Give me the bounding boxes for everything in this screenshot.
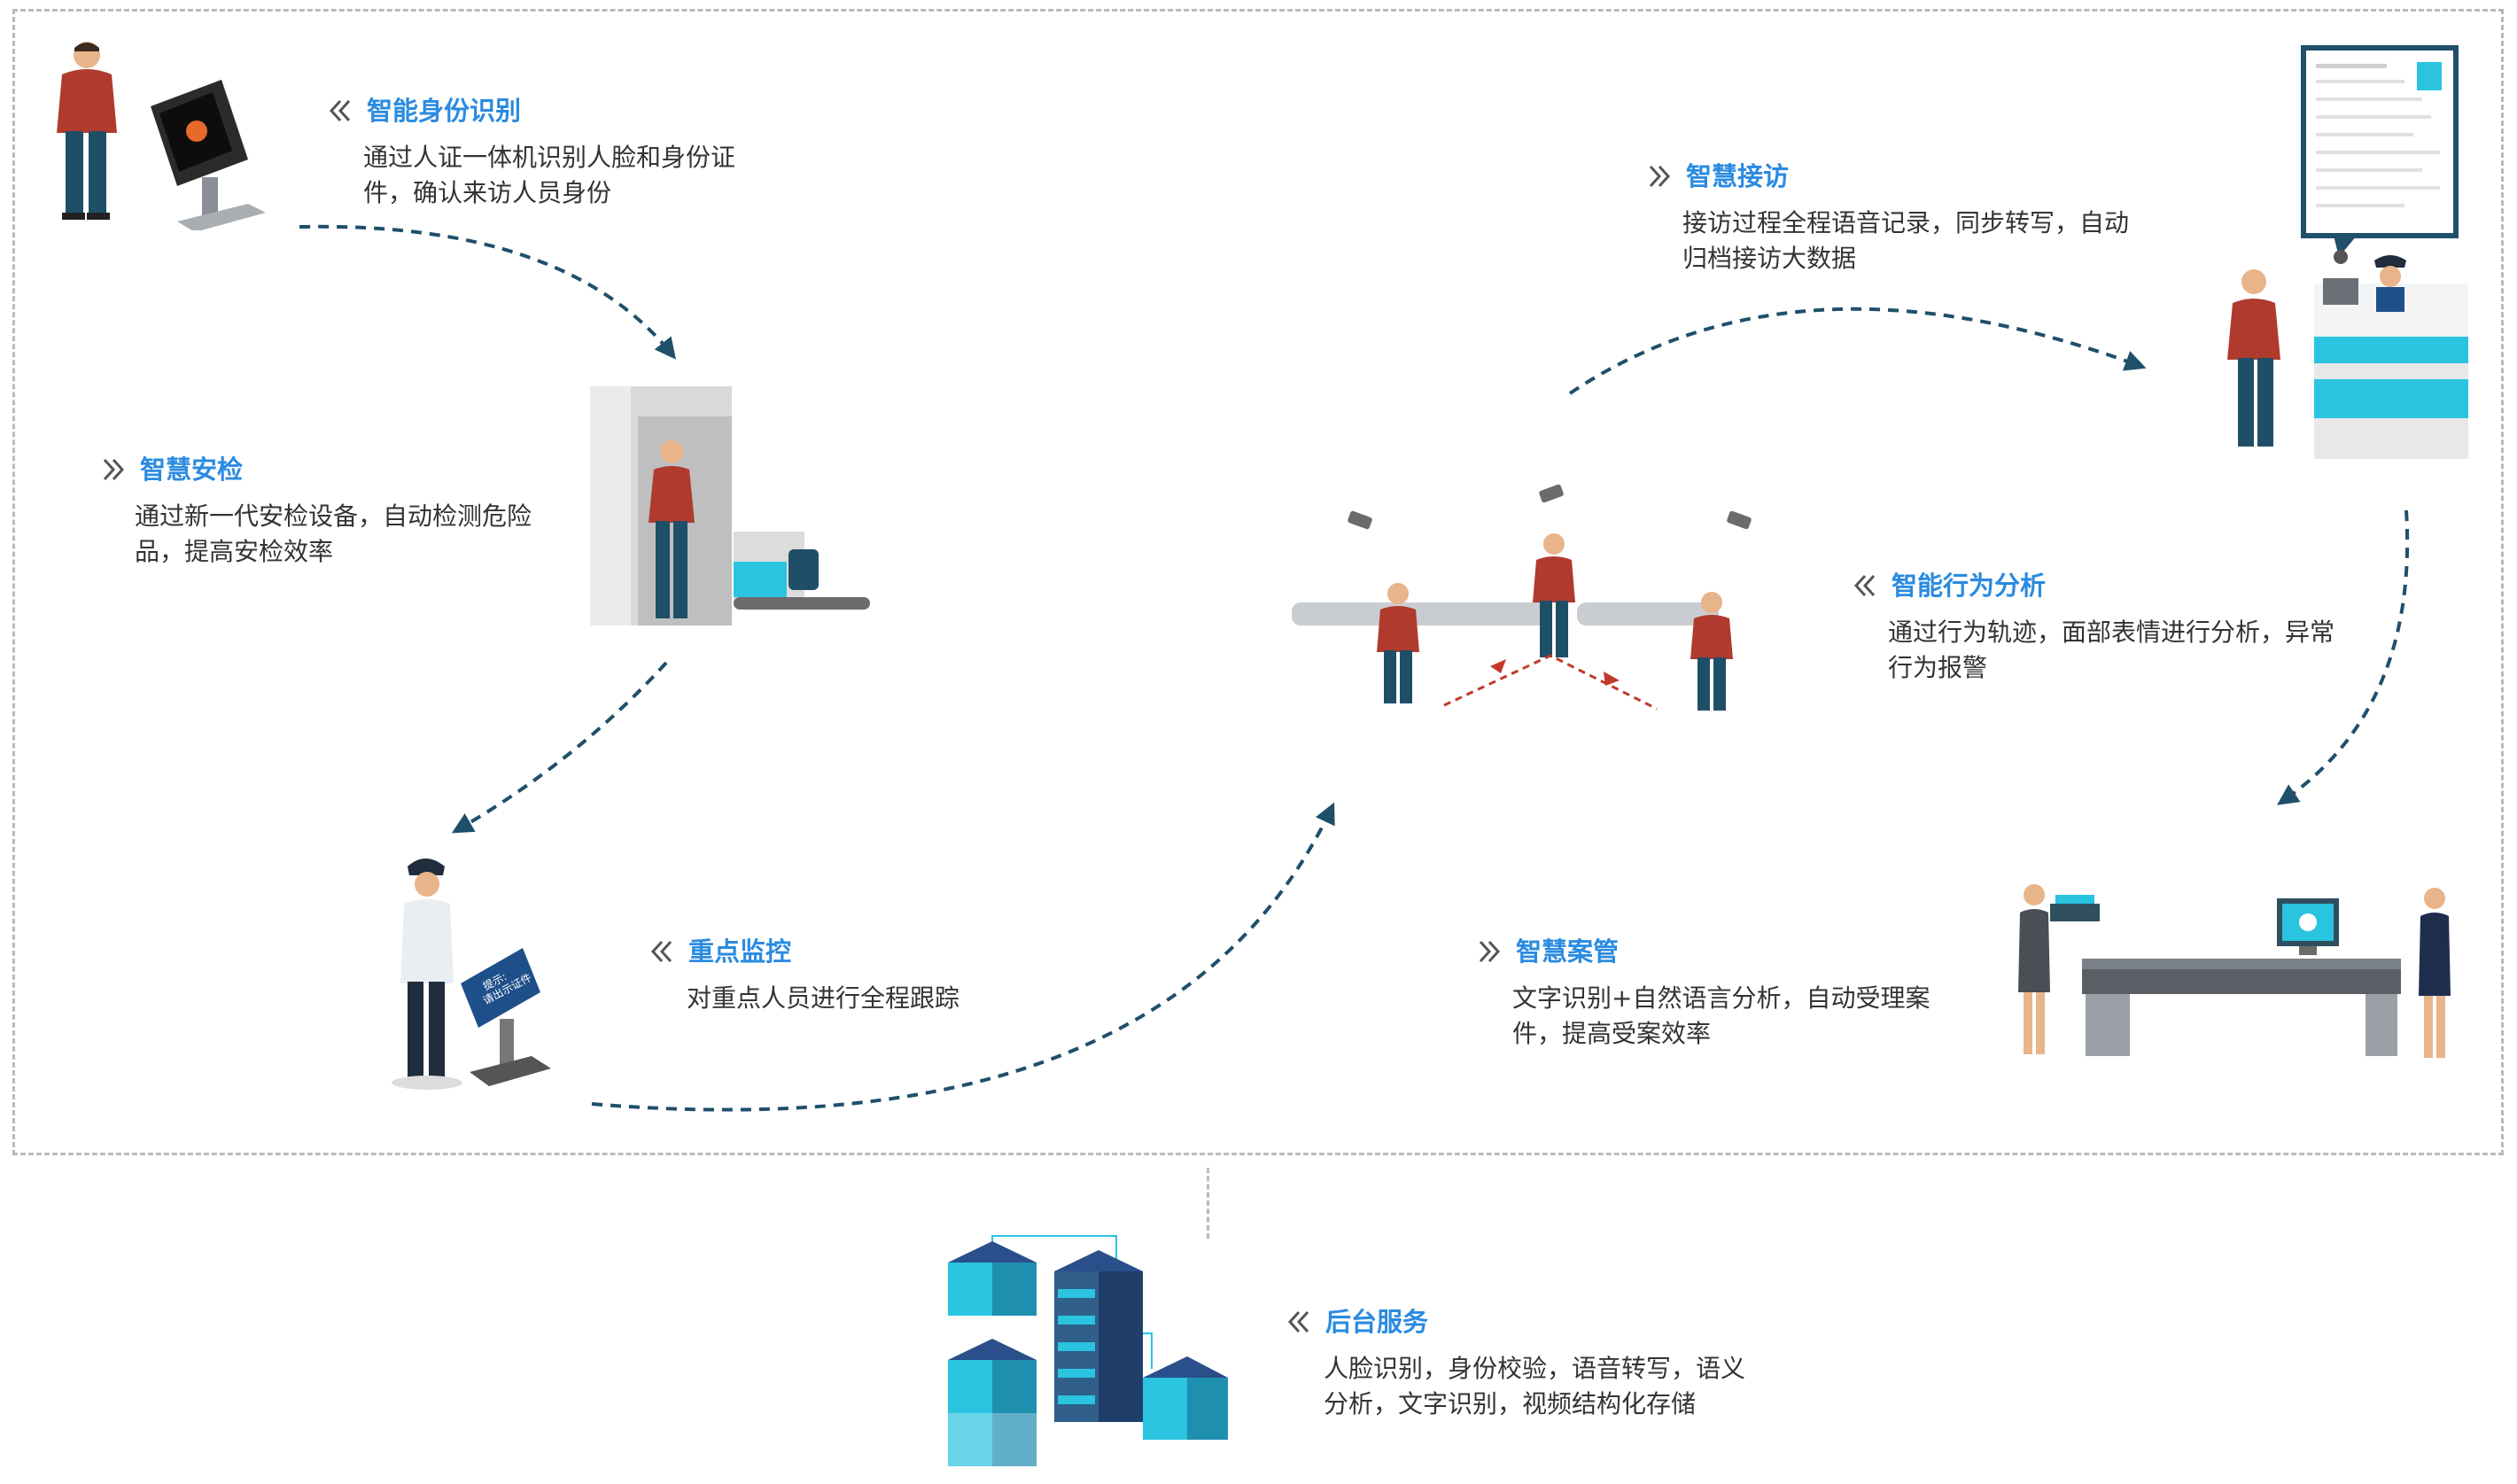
step-desc-line: 人脸识别，身份校验，语音转写，语义 [1324,1354,1746,1383]
step-title: 智能身份识别 [367,96,522,126]
behavior-illustration [1292,484,1752,711]
bench-icon [1292,602,1719,625]
camera-icon [1348,510,1372,530]
backend-illustration [948,1235,1228,1466]
chevron-left-icon [329,99,351,122]
identity-illustration [57,42,266,230]
arrow-monitor-to-behavior [591,802,1335,1112]
step-desc-line: 通过人证一体机识别人脸和身份证 [363,143,736,172]
arrow-identity-to-security [299,224,676,360]
chevron-right-icon [103,458,125,481]
step-desc-line: 通过行为轨迹，面部表情进行分析，异常 [1888,618,2335,647]
monitor-illustration: 提示: 请出示证件 [392,859,551,1090]
step-desc-line: 接访过程全程语音记录，同步转写，自动 [1682,208,2130,237]
step-title: 智慧接访 [1686,161,1790,191]
monitor-icon [2323,250,2358,305]
officer-icon [2374,255,2406,312]
step-behavior: 智能行为分析 通过行为轨迹，面部表情进行分析，异常 行为报警 [1851,569,2334,686]
document-bubble-icon [2301,45,2459,257]
step-identity: 智能身份识别 通过人证一体机识别人脸和身份证 件，确认来访人员身份 [326,94,735,211]
step-desc-line: 件，确认来访人员身份 [363,178,612,207]
step-title: 后台服务 [1325,1307,1429,1337]
person-icon [2018,884,2050,1054]
info-sign-icon: 提示: 请出示证件 [461,948,551,1086]
server-icon [948,1339,1037,1466]
step-case: 智慧案管 文字识别+自然语言分析，自动受理案 件，提高受案效率 [1475,935,1930,1052]
backend-connector [1207,1168,1209,1239]
person-icon [2227,269,2280,447]
document-scanner-icon [2050,895,2100,921]
motion-arrow-icon [1490,659,1506,673]
step-title: 智慧案管 [1516,936,1620,967]
server-icon [948,1241,1037,1316]
step-title: 重点监控 [688,936,792,967]
server-stack-icon [1054,1250,1143,1422]
person-icon [2419,888,2451,1058]
xray-scanner-icon [734,532,870,610]
chevron-left-icon [650,940,672,963]
office-desk-icon [2082,959,2401,1056]
step-desc-line: 文字识别+自然语言分析，自动受理案 [1512,983,1930,1013]
step-desc-line: 归档接访大数据 [1682,244,1857,273]
motion-path [1443,654,1658,711]
security-illustration [590,386,870,625]
step-desc-line: 分析，文字识别，视频结构化存储 [1324,1389,1697,1418]
arrow-behavior-to-reception [1568,307,2147,395]
arrow-security-to-monitor [451,661,668,834]
step-desc-line: 对重点人员进行全程跟踪 [687,983,960,1013]
step-title: 智慧安检 [140,455,244,485]
step-security: 智慧安检 通过新一代安检设备，自动检测危险 品，提高安检效率 [99,453,532,570]
step-title: 智能行为分析 [1892,571,2047,601]
step-desc-line: 通过新一代安检设备，自动检测危险 [135,501,532,531]
chevron-left-icon [1287,1310,1309,1333]
camera-icon [1539,484,1564,503]
scene-frame [12,9,2504,1155]
chevron-right-icon [1479,940,1501,963]
police-officer-icon [392,859,462,1090]
step-monitor: 重点监控 对重点人员进行全程跟踪 [648,935,959,1016]
case-illustration [2018,884,2451,1058]
step-backend: 后台服务 人脸识别，身份校验，语音转写，语义 分析，文字识别，视频结构化存储 [1285,1305,1745,1422]
server-icon [1143,1356,1228,1440]
person-icon [1690,592,1733,711]
reception-illustration [2227,45,2468,459]
step-desc-line: 品，提高安检效率 [135,537,334,566]
person-icon [1377,583,1419,703]
step-reception: 智慧接访 接访过程全程语音记录，同步转写，自动 归档接访大数据 [1645,159,2129,276]
chevron-left-icon [1853,574,1876,597]
person-icon [57,42,117,220]
reception-desk-icon [2314,284,2468,459]
motion-arrow-icon [1604,672,1620,686]
chevron-right-icon [1649,165,1671,188]
person-icon [1533,533,1575,657]
step-desc-line: 件，提高受案效率 [1512,1019,1712,1048]
arrow-reception-to-case [2277,509,2410,805]
step-desc-line: 行为报警 [1888,653,1988,682]
person-icon [649,440,695,618]
computer-icon [2277,898,2339,955]
id-kiosk-icon [151,80,266,230]
camera-icon [1727,510,1752,530]
